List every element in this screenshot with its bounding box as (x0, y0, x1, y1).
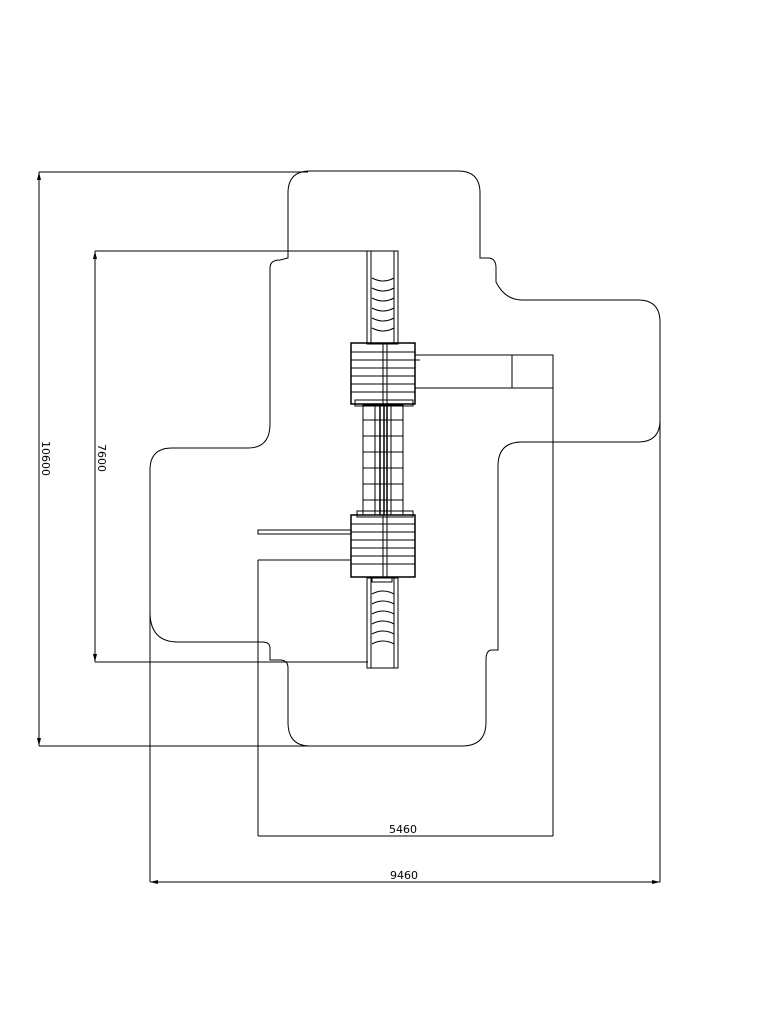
bottom-platform (350, 510, 416, 583)
safety-zone-outline (149, 170, 661, 747)
bottom-slide (366, 577, 399, 669)
dim-arrow-down (37, 738, 41, 746)
top-platform (350, 342, 416, 407)
dim-label-overall-height: 10600 (39, 441, 52, 476)
dim-label-inner-height: 7600 (95, 444, 108, 472)
dim-arrow-up-inner (93, 251, 97, 259)
side-ramp (414, 354, 554, 389)
dim-label-inner-width: 5460 (389, 823, 417, 836)
dim-label-overall-width: 9460 (390, 869, 418, 882)
dim-arrow-down-inner (93, 654, 97, 662)
left-pole (257, 529, 352, 535)
dim-arrow-right (652, 880, 660, 884)
dim-arrow-left (150, 880, 158, 884)
dim-arrow-up (37, 172, 41, 180)
climbing-bridge (362, 404, 404, 516)
top-slide (366, 250, 399, 345)
